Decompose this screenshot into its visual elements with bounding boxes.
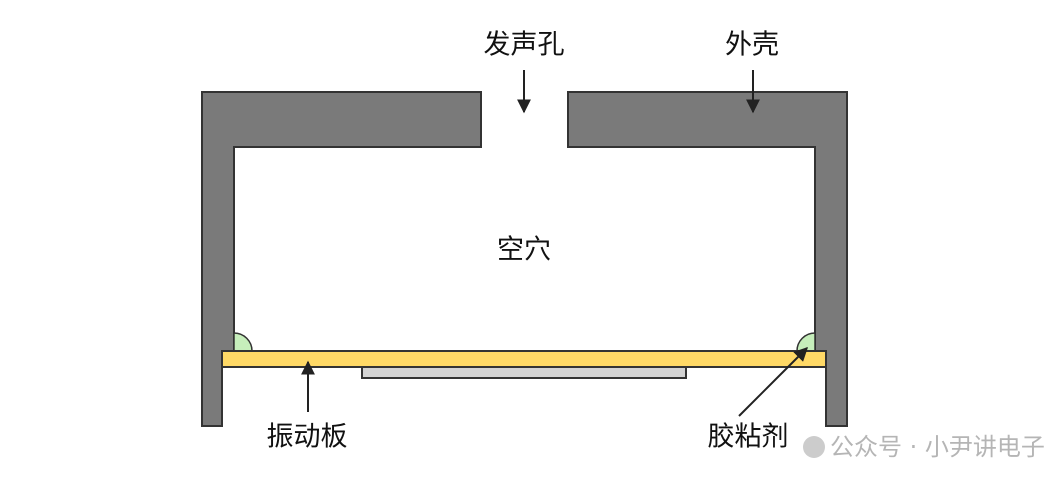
diaphragm-plate (221, 350, 827, 368)
electrode-plate (361, 366, 687, 379)
watermark-text: 公众号 · 小尹讲电子 (830, 433, 1045, 461)
adhesive-arrow (738, 347, 808, 417)
label-cavity: 空穴 (497, 235, 551, 266)
watermark-logo-icon (803, 436, 825, 458)
label-housing: 外壳 (725, 30, 779, 61)
adhesive-left (233, 332, 253, 352)
label-adhesive: 胶粘剂 (708, 422, 789, 453)
label-sound-hole: 发声孔 (484, 30, 565, 61)
label-diaphragm: 振动板 (267, 422, 348, 453)
